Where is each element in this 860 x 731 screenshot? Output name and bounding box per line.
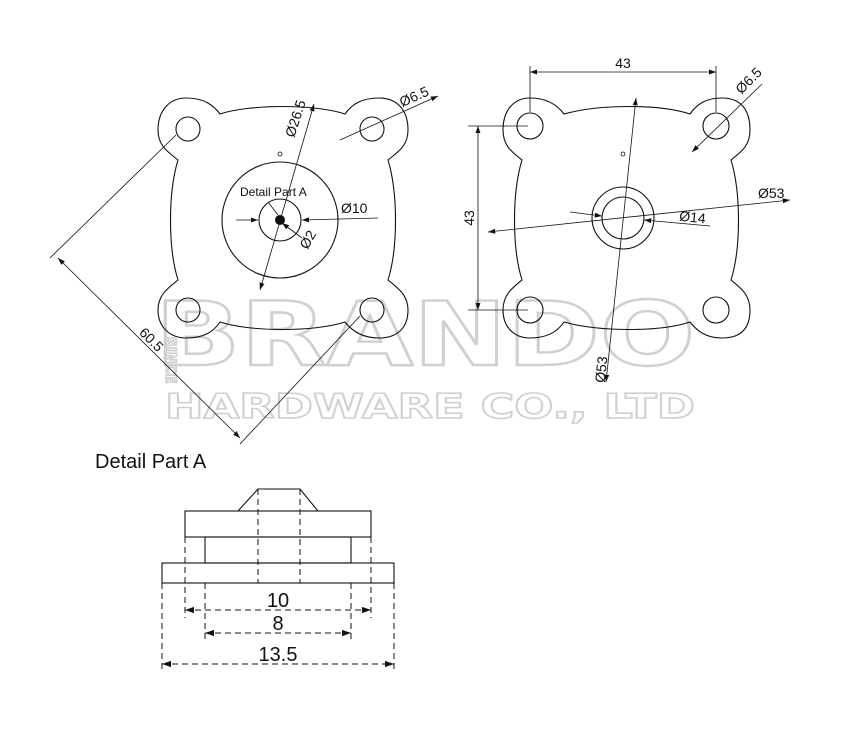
detail-middle-body (204, 536, 352, 564)
callout-label: Detail Part A (240, 185, 307, 199)
dim-boss-arrow-r (643, 218, 711, 227)
dim-outer-label: Ø53 (758, 185, 785, 201)
right-hole-tr (702, 112, 730, 140)
dim-inner-arrow-r (301, 217, 379, 223)
dim-inner-label: Ø10 (341, 200, 368, 216)
detail-cap (237, 488, 319, 512)
dim-hole-leader (339, 95, 439, 141)
dim-60.5-ext-b (239, 315, 361, 445)
dim-60.5-ext-a (49, 134, 177, 259)
dim-bottom-line (604, 97, 638, 383)
dim-outer-line (487, 198, 791, 234)
dim-center-leader (281, 222, 303, 239)
right-hole-br (702, 296, 730, 324)
dim-bottom-label: Ø53 (592, 355, 611, 383)
dim-center-label: Ø2 (296, 227, 319, 251)
dim-60.5-line (57, 257, 241, 439)
watermark-company: HARDWARE CO., LTD (165, 387, 695, 427)
dim-hole-label: Ø6.5 (397, 83, 431, 110)
left-mark-circle (277, 151, 283, 157)
callout-leader (267, 201, 279, 216)
dim-rhole-label: Ø6.5 (732, 64, 765, 97)
dim-rhole-leader (691, 83, 763, 153)
detail-bottom-plate (161, 562, 395, 584)
detail-dim-13-label: 13.5 (259, 644, 298, 666)
left-hole-tr (359, 116, 385, 142)
left-view: 60.5 Ø26.5 Ø6.5 Detail Part A Ø10 Ø2 (49, 83, 439, 445)
dim-boss-arrow-l (569, 211, 603, 218)
dim-bolt-leader (259, 103, 315, 291)
detail-title: Detail Part A (95, 451, 207, 473)
detail-dim-8-label: 8 (272, 613, 283, 635)
dim-bolt-label: Ø26.5 (282, 98, 309, 139)
left-hole-br (359, 297, 385, 323)
right-flange-outline (502, 97, 751, 339)
right-view: 43 43 Ø6.5 Ø53 Ø53 Ø14 (461, 55, 791, 383)
dim-top-label: 43 (615, 55, 631, 71)
left-hole-tl (175, 116, 201, 142)
dim-boss-label: Ø14 (679, 208, 707, 227)
watermark-brand: BRANDO (155, 283, 695, 386)
detail-dim-10-label: 10 (267, 590, 289, 612)
right-mark-circle (620, 151, 626, 157)
left-flange-outline (157, 97, 409, 339)
detail-upper-plate (184, 510, 372, 538)
detail-view: Detail Part A 10 8 13.5 (95, 451, 395, 670)
dim-left-label: 43 (461, 210, 477, 226)
